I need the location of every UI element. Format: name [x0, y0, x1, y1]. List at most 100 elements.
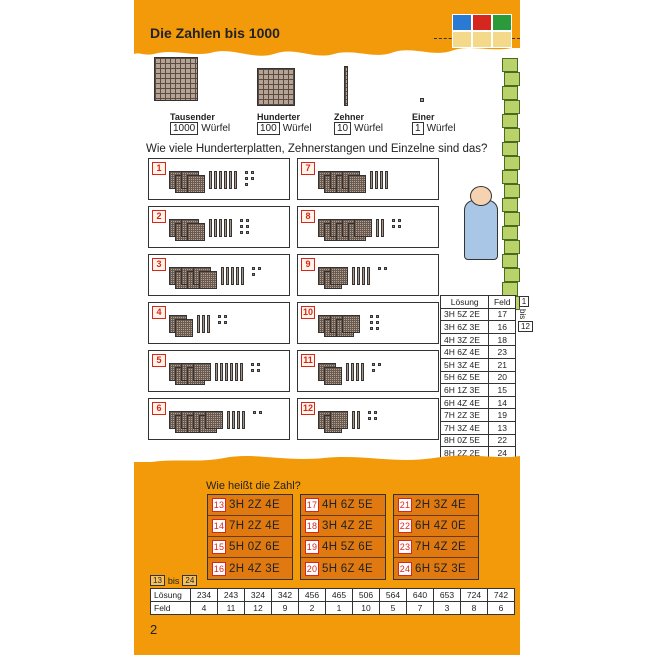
question-1: Wie viele Hunderterplatten, Zehnerstange… [146, 143, 488, 155]
loesung-cell: 6H 1Z 3E [439, 383, 490, 397]
ten-rod [361, 363, 364, 381]
loesung-cell: 7H 2Z 3E [439, 408, 490, 422]
block-count: 1000 [170, 122, 199, 135]
one-cube [218, 321, 221, 324]
tower-block [504, 128, 520, 142]
panel-5: 5 [148, 350, 290, 392]
panel-number: 3 [152, 258, 166, 271]
ten-rod [380, 171, 383, 189]
ten-rod [209, 171, 212, 189]
loesung-cell: 7H 3Z 4E [439, 420, 490, 435]
block-count: 100 [257, 122, 280, 135]
gnome-illustration [464, 200, 498, 260]
one-cube [392, 219, 395, 222]
feld-cell: 15 [488, 383, 516, 397]
tower-block [502, 226, 518, 240]
field-number: 20 [305, 561, 319, 576]
hundred-plate-icon [257, 68, 295, 106]
header-loesung: Lösung [439, 295, 490, 309]
row-label: Feld [150, 601, 191, 615]
ten-rod [242, 411, 245, 429]
one-cube [259, 411, 262, 414]
block-count: 1 [412, 122, 424, 135]
panel-1: 1 [148, 158, 290, 200]
field-number: 16 [212, 561, 226, 576]
panel-6: 6 [148, 398, 290, 440]
ten-rod [357, 267, 360, 285]
feld-cell: 6 [487, 601, 515, 615]
feld-cell: 22 [488, 433, 516, 448]
feld-cell: 7 [406, 601, 434, 615]
place-value-text: 4H 5Z 6E [322, 541, 373, 553]
field-number: 19 [305, 540, 319, 554]
field-number: 22 [398, 519, 412, 533]
loesung-cell: 4H 6Z 4E [439, 345, 490, 359]
question-2: Wie heißt die Zahl? [206, 480, 301, 492]
hundred-plate [205, 411, 223, 429]
ten-rod [219, 171, 222, 189]
one-cube [372, 369, 375, 372]
feld-cell: 10 [352, 601, 380, 615]
place-value-text: 3H 2Z 4E [229, 499, 280, 511]
loesung-cell: 243 [217, 588, 245, 602]
panel-number: 1 [152, 162, 166, 175]
place-value-text: 5H 0Z 6E [229, 541, 280, 553]
feld-cell: 19 [488, 408, 516, 422]
loesung-cell: 342 [271, 588, 299, 602]
loesung-cell: 564 [379, 588, 407, 602]
place-value-text: 2H 3Z 4E [415, 499, 466, 511]
place-value-text: 3H 4Z 2E [322, 520, 373, 532]
one-cube [392, 225, 395, 228]
ten-rod [229, 219, 232, 237]
one-cube [224, 315, 227, 318]
field-number: 14 [212, 519, 226, 533]
place-value-text: 7H 4Z 2E [415, 541, 466, 553]
loesung-cell: 456 [298, 588, 326, 602]
ten-rod [232, 411, 235, 429]
field-number: 23 [398, 540, 412, 554]
feld-cell: 12 [244, 601, 272, 615]
one-cube [240, 219, 243, 222]
ten-rod [209, 219, 212, 237]
thousand-cube-icon [154, 57, 198, 101]
field-number: 24 [398, 561, 412, 576]
panel-2: 2 [148, 206, 290, 248]
panel-number: 12 [301, 402, 315, 415]
loesung-cell: 653 [433, 588, 461, 602]
panel-number: 10 [301, 306, 315, 319]
ten-rod [226, 267, 229, 285]
one-cube [240, 225, 243, 228]
feld-cell: 5 [379, 601, 407, 615]
ten-rod [241, 267, 244, 285]
hundred-plate [330, 267, 348, 285]
hundred-plate [187, 223, 205, 241]
feld-cell: 20 [488, 370, 516, 385]
one-cube [378, 267, 381, 270]
tower-block [504, 72, 520, 86]
feld-cell: 13 [488, 420, 516, 435]
ten-rod [346, 363, 349, 381]
loesung-cell: 234 [190, 588, 218, 602]
place-value-text: 4H 6Z 5E [322, 499, 373, 511]
hundred-plate [175, 319, 193, 337]
panel-number: 4 [152, 306, 166, 319]
ten-rod [352, 411, 355, 429]
ten-rod [367, 267, 370, 285]
tower-block [502, 114, 518, 128]
tower-block [504, 100, 520, 114]
feld-cell: 3 [433, 601, 461, 615]
hundred-plate [187, 175, 205, 193]
one-cube [245, 171, 248, 174]
